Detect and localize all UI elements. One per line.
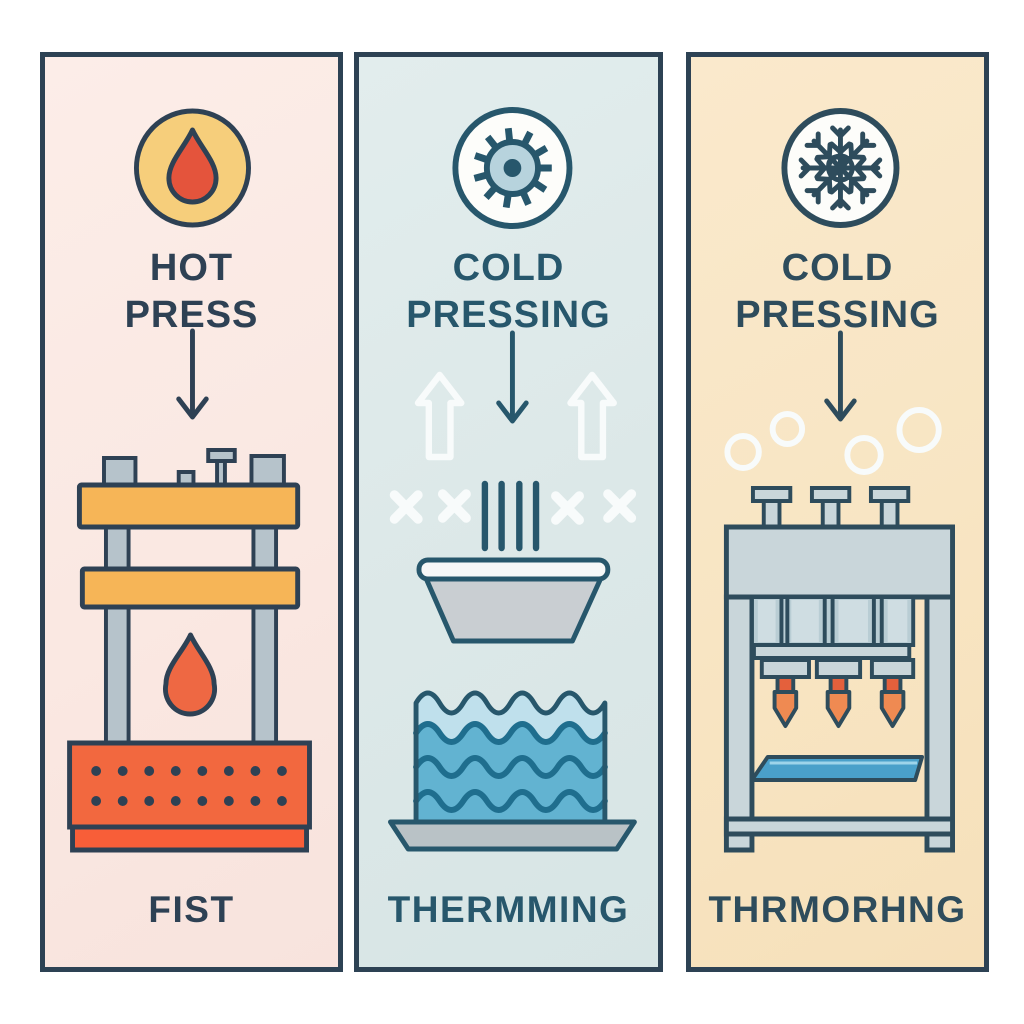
press-bar-top	[76, 482, 301, 530]
machine-header	[723, 524, 955, 600]
nozzle-blocks	[759, 658, 916, 679]
frame-bottom-bar	[723, 816, 955, 837]
title-line-2: PRESSING	[406, 294, 611, 336]
down-arrow-icon	[824, 330, 857, 422]
piston-slats	[749, 595, 916, 647]
nozzle-tips	[772, 675, 906, 728]
title-line-1: HOT	[149, 247, 234, 289]
machine-bolts	[750, 486, 911, 531]
panel-hot-press: HOT PRESS FIST	[40, 52, 343, 972]
basin	[416, 557, 611, 644]
hot-press-machine	[67, 448, 312, 853]
press-bolt-stem	[215, 459, 227, 487]
bubble-icons	[724, 407, 942, 475]
hot-press-illustration	[67, 108, 312, 853]
panel-title: COLD PRESSING	[691, 245, 984, 339]
title-line-2: PRESSING	[735, 294, 940, 336]
panel-caption: FIST	[148, 889, 235, 930]
panel-title: COLD PRESSING	[359, 245, 658, 339]
press-column-right	[251, 523, 279, 749]
frame-leg-left	[723, 594, 755, 853]
title-line-2: PRESS	[124, 294, 259, 336]
up-arrow-right	[567, 371, 617, 461]
thermoforming-illustration	[723, 108, 955, 853]
up-arrow-icons	[414, 371, 617, 461]
up-arrow-left	[414, 371, 465, 461]
press-bar-middle	[79, 566, 301, 610]
cold-pressing-illustration	[388, 107, 637, 852]
forming-machine	[723, 486, 955, 853]
heater-dots	[91, 766, 287, 806]
press-stub-right	[249, 454, 286, 487]
title-line-1: COLD	[781, 247, 894, 289]
panel-cold-pressing-freeze: COLD PRESSING THRMORHNG	[686, 52, 989, 972]
panel-caption: THERMMING	[387, 889, 630, 930]
press-column-left	[103, 523, 131, 749]
press-stub-left	[102, 456, 138, 487]
cake-tray	[388, 819, 637, 852]
heat-droplet-icon	[163, 632, 218, 717]
steam-lines	[481, 480, 540, 552]
press-base-strip	[70, 824, 309, 853]
panel-caption: THRMORHNG	[708, 889, 967, 930]
press-heated-base	[67, 740, 312, 830]
blue-platform	[749, 755, 925, 782]
title-line-1: COLD	[452, 247, 565, 289]
x-mark-icons	[389, 489, 637, 525]
basin-rim	[416, 557, 611, 582]
snowflake-icon	[781, 108, 900, 228]
wave-cake	[388, 690, 637, 852]
panel-title: HOT PRESS	[45, 245, 338, 339]
down-arrow-icon	[496, 330, 529, 424]
flame-droplet-icon	[133, 108, 251, 228]
panel-cold-pressing-steam: COLD PRESSING THERMMING	[354, 52, 663, 972]
gear-sun-icon	[452, 107, 573, 229]
frame-leg-right	[924, 594, 955, 853]
down-arrow-icon	[176, 328, 209, 420]
piston-bar	[751, 643, 912, 660]
